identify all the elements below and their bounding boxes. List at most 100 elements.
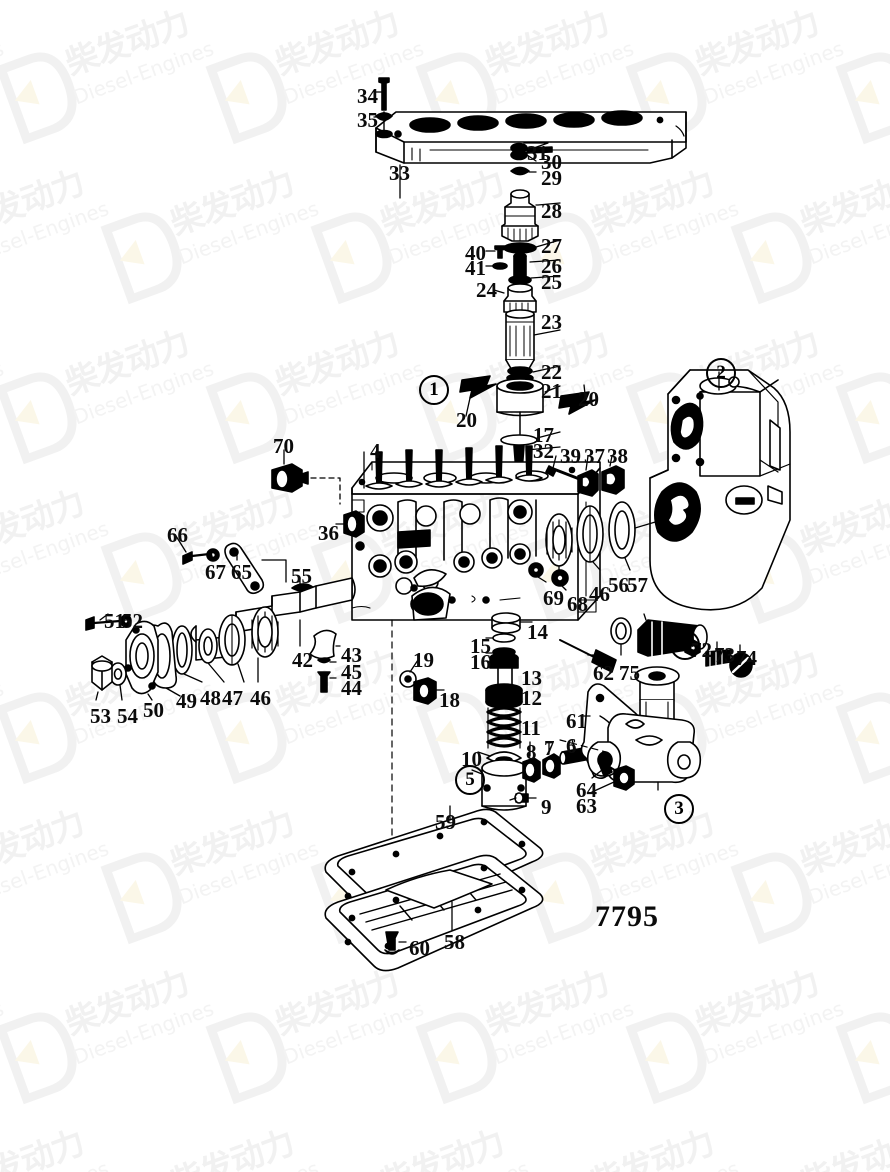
part-25-washer [508, 275, 532, 285]
part-37-collar [577, 469, 599, 497]
part-51-bolt [85, 616, 122, 631]
part-35-seal [375, 111, 393, 139]
part-number-label: 7 [544, 736, 555, 760]
part-number-label: 4 [370, 439, 381, 463]
part-number-label: 39 [560, 444, 581, 468]
part-26-valve-spring [513, 252, 527, 277]
part-number-label: 9 [541, 795, 552, 819]
part-20-clip-right [558, 391, 596, 415]
part-number-label: 60 [409, 936, 430, 960]
part-number-label: 55 [291, 564, 312, 588]
part-45-washer [317, 657, 331, 664]
part-69-washer [528, 562, 544, 578]
part-47-washer [198, 628, 218, 664]
part-number-label: 20 [578, 387, 599, 411]
part-65-link [224, 542, 265, 595]
part-number-label: 41 [465, 256, 486, 280]
part-number-label: 54 [117, 704, 138, 728]
part-63-washer [613, 765, 635, 791]
part-46-roller-bearing [545, 513, 573, 567]
part-40-screw [494, 245, 506, 259]
part-number-label: 25 [541, 270, 562, 294]
part-number-label: 18 [439, 688, 460, 712]
part-number-label: 45 [341, 660, 362, 684]
part-number-label: 6 [566, 734, 577, 758]
part-number-label: 33 [389, 161, 410, 185]
part-number-label: 48 [200, 686, 221, 710]
part-number-label: 27 [541, 234, 562, 258]
part-number-label: 59 [435, 810, 456, 834]
part-39-pin [545, 465, 584, 482]
part-number-label: 38 [607, 444, 628, 468]
part-9-pin [514, 792, 529, 804]
part-number-label: 30 [541, 150, 562, 174]
part-number-label: 17 [533, 423, 554, 447]
part-27-washer [503, 242, 537, 254]
part-number-label: 44 [341, 676, 362, 700]
part-18-plug [413, 677, 437, 705]
part-number-label: 46 [250, 686, 271, 710]
part-53-nut [91, 655, 113, 691]
part-number-label: 57 [627, 573, 648, 597]
part-number-label: 20 [456, 408, 477, 432]
part-number-label: 50 [143, 698, 164, 722]
part-number-label: 28 [541, 199, 562, 223]
part-29-washer [510, 166, 530, 176]
part-28-delivery-valve [501, 189, 539, 242]
part-68-washer [551, 569, 569, 587]
part-number-label: 75 [619, 661, 640, 685]
part-number-label: 56 [608, 573, 629, 597]
part-2-governor-housing [649, 369, 791, 611]
part-17-shim [500, 434, 538, 446]
part-20-clip-left [459, 375, 497, 399]
part-number-label: 65 [231, 560, 252, 584]
part-number-label: 46 [589, 582, 610, 606]
part-57-race [608, 501, 636, 559]
part-number-label: 58 [444, 930, 465, 954]
part-43-shoe [309, 629, 337, 660]
part-56-race [576, 505, 604, 563]
part-7-bush [542, 753, 561, 779]
part-75-seal [610, 617, 632, 645]
part-number-label: 69 [543, 586, 564, 610]
part-number-label: 34 [357, 84, 378, 108]
part-number-label: 24 [476, 278, 497, 302]
part-15-shim [492, 633, 516, 643]
part-46-bearing-left [218, 614, 246, 666]
part-36-plug [343, 510, 365, 538]
assembly-callout-1: 1 [419, 375, 449, 405]
part-41-washer [492, 262, 508, 270]
part-number-label: 21 [541, 379, 562, 403]
part-46-bearing-right [251, 606, 279, 658]
part-11-spring [486, 706, 522, 749]
circled-part-number: 71 [670, 630, 700, 660]
part-number-label: 40 [465, 241, 486, 265]
part-number-label: 53 [90, 704, 111, 728]
part-number-label: 12 [521, 686, 542, 710]
part-38-collar [601, 465, 625, 495]
part-number-label: 43 [341, 643, 362, 667]
assembly-callout-2: 2 [706, 358, 736, 388]
part-number-label: 52 [122, 609, 143, 633]
part-number-label: 68 [567, 592, 588, 616]
part-44-bolt [317, 671, 331, 693]
part-70-plug [271, 463, 309, 493]
part-number-label: 10 [461, 747, 482, 771]
part-number-label: 14 [527, 620, 548, 644]
part-number-label: 15 [470, 634, 491, 658]
part-21-control-sleeve [496, 378, 544, 417]
part-number-label: 22 [541, 360, 562, 384]
part-number-label: 73 [714, 643, 735, 667]
part-number-label: 62 [593, 661, 614, 685]
part-number-label: 23 [541, 310, 562, 334]
part-number-label: 16 [470, 650, 491, 674]
part-74-washer [729, 652, 753, 678]
part-number-label: 36 [318, 521, 339, 545]
part-number-label: 64 [576, 778, 597, 802]
part-number-label: 67 [205, 560, 226, 584]
part-number-label: 13 [521, 666, 542, 690]
part-number-label: 51 [104, 609, 125, 633]
part-number-label: 70 [273, 434, 294, 458]
part-5-tappet-body [481, 759, 527, 811]
